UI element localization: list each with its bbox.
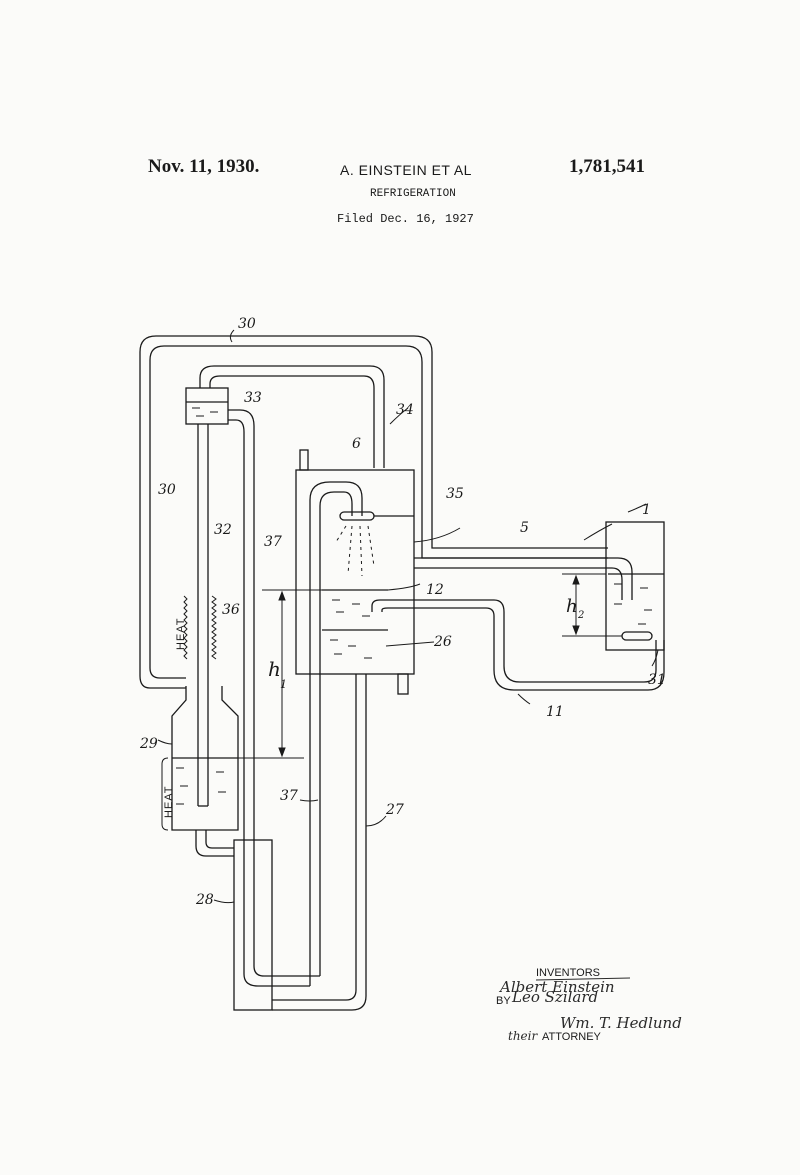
label-37-low: 37 [280, 788, 298, 804]
pipe-27 [272, 674, 357, 1001]
patent-date: Nov. 11, 1930. [148, 156, 260, 177]
absorber-6 [295, 469, 415, 675]
separator-33 [185, 387, 229, 425]
by-caption: BY [496, 995, 511, 1007]
patent-title: REFRIGERATION [370, 188, 456, 200]
burner-31 [621, 631, 653, 641]
signature-block: INVENTORS Albert Einstein BY Leo Szilard… [496, 967, 682, 1043]
label-36: 36 [222, 602, 240, 618]
pipe-34 [199, 365, 385, 468]
attorney-caption: ATTORNEY [542, 1031, 602, 1043]
label-6: 6 [352, 436, 361, 452]
filed-date: Filed Dec. 16, 1927 [337, 212, 474, 226]
signature-inventor-1: Albert Einstein [498, 978, 615, 996]
label-34: 34 [396, 402, 414, 418]
label-35: 35 [446, 486, 464, 502]
spray-header-35 [339, 511, 375, 521]
label-11: 11 [546, 704, 564, 720]
label-12: 12 [426, 582, 444, 598]
label-h1-sub: 1 [280, 678, 287, 691]
label-1: 1 [642, 502, 651, 518]
signature-inventor-2: Leo Szilard [511, 988, 598, 1006]
heating-coil-36 [211, 595, 217, 660]
pipe-11 [371, 599, 657, 683]
heat-label-upper: HEAT [175, 617, 187, 650]
label-28: 28 [195, 892, 214, 908]
label-37-top: 37 [264, 534, 282, 550]
inventors-caption: INVENTORS [536, 967, 600, 979]
label-h2: h [566, 596, 578, 617]
vessel-28 [233, 839, 273, 1011]
label-33: 33 [244, 390, 262, 406]
label-5: 5 [520, 520, 529, 536]
patent-number: 1,781,541 [569, 156, 645, 177]
evaporator-1 [605, 521, 665, 651]
their-word: their [508, 1029, 538, 1043]
label-32: 32 [214, 522, 232, 538]
label-29: 29 [139, 736, 158, 752]
label-26: 26 [433, 634, 452, 650]
pipe-37 [228, 419, 245, 842]
pipe-30 [139, 335, 608, 689]
label-h2-sub: 2 [577, 610, 584, 621]
label-31: 31 [648, 672, 666, 688]
label-h1: h [268, 657, 281, 681]
inventor-name: A. EINSTEIN ET AL [340, 162, 472, 178]
label-27: 27 [385, 802, 404, 818]
boiler-29 [171, 686, 239, 831]
heat-label-lower: HEAT [163, 785, 175, 818]
label-30-top: 30 [238, 316, 256, 332]
signature-attorney: Wm. T. Hedlund [560, 1014, 682, 1032]
label-30-left: 30 [158, 482, 176, 498]
